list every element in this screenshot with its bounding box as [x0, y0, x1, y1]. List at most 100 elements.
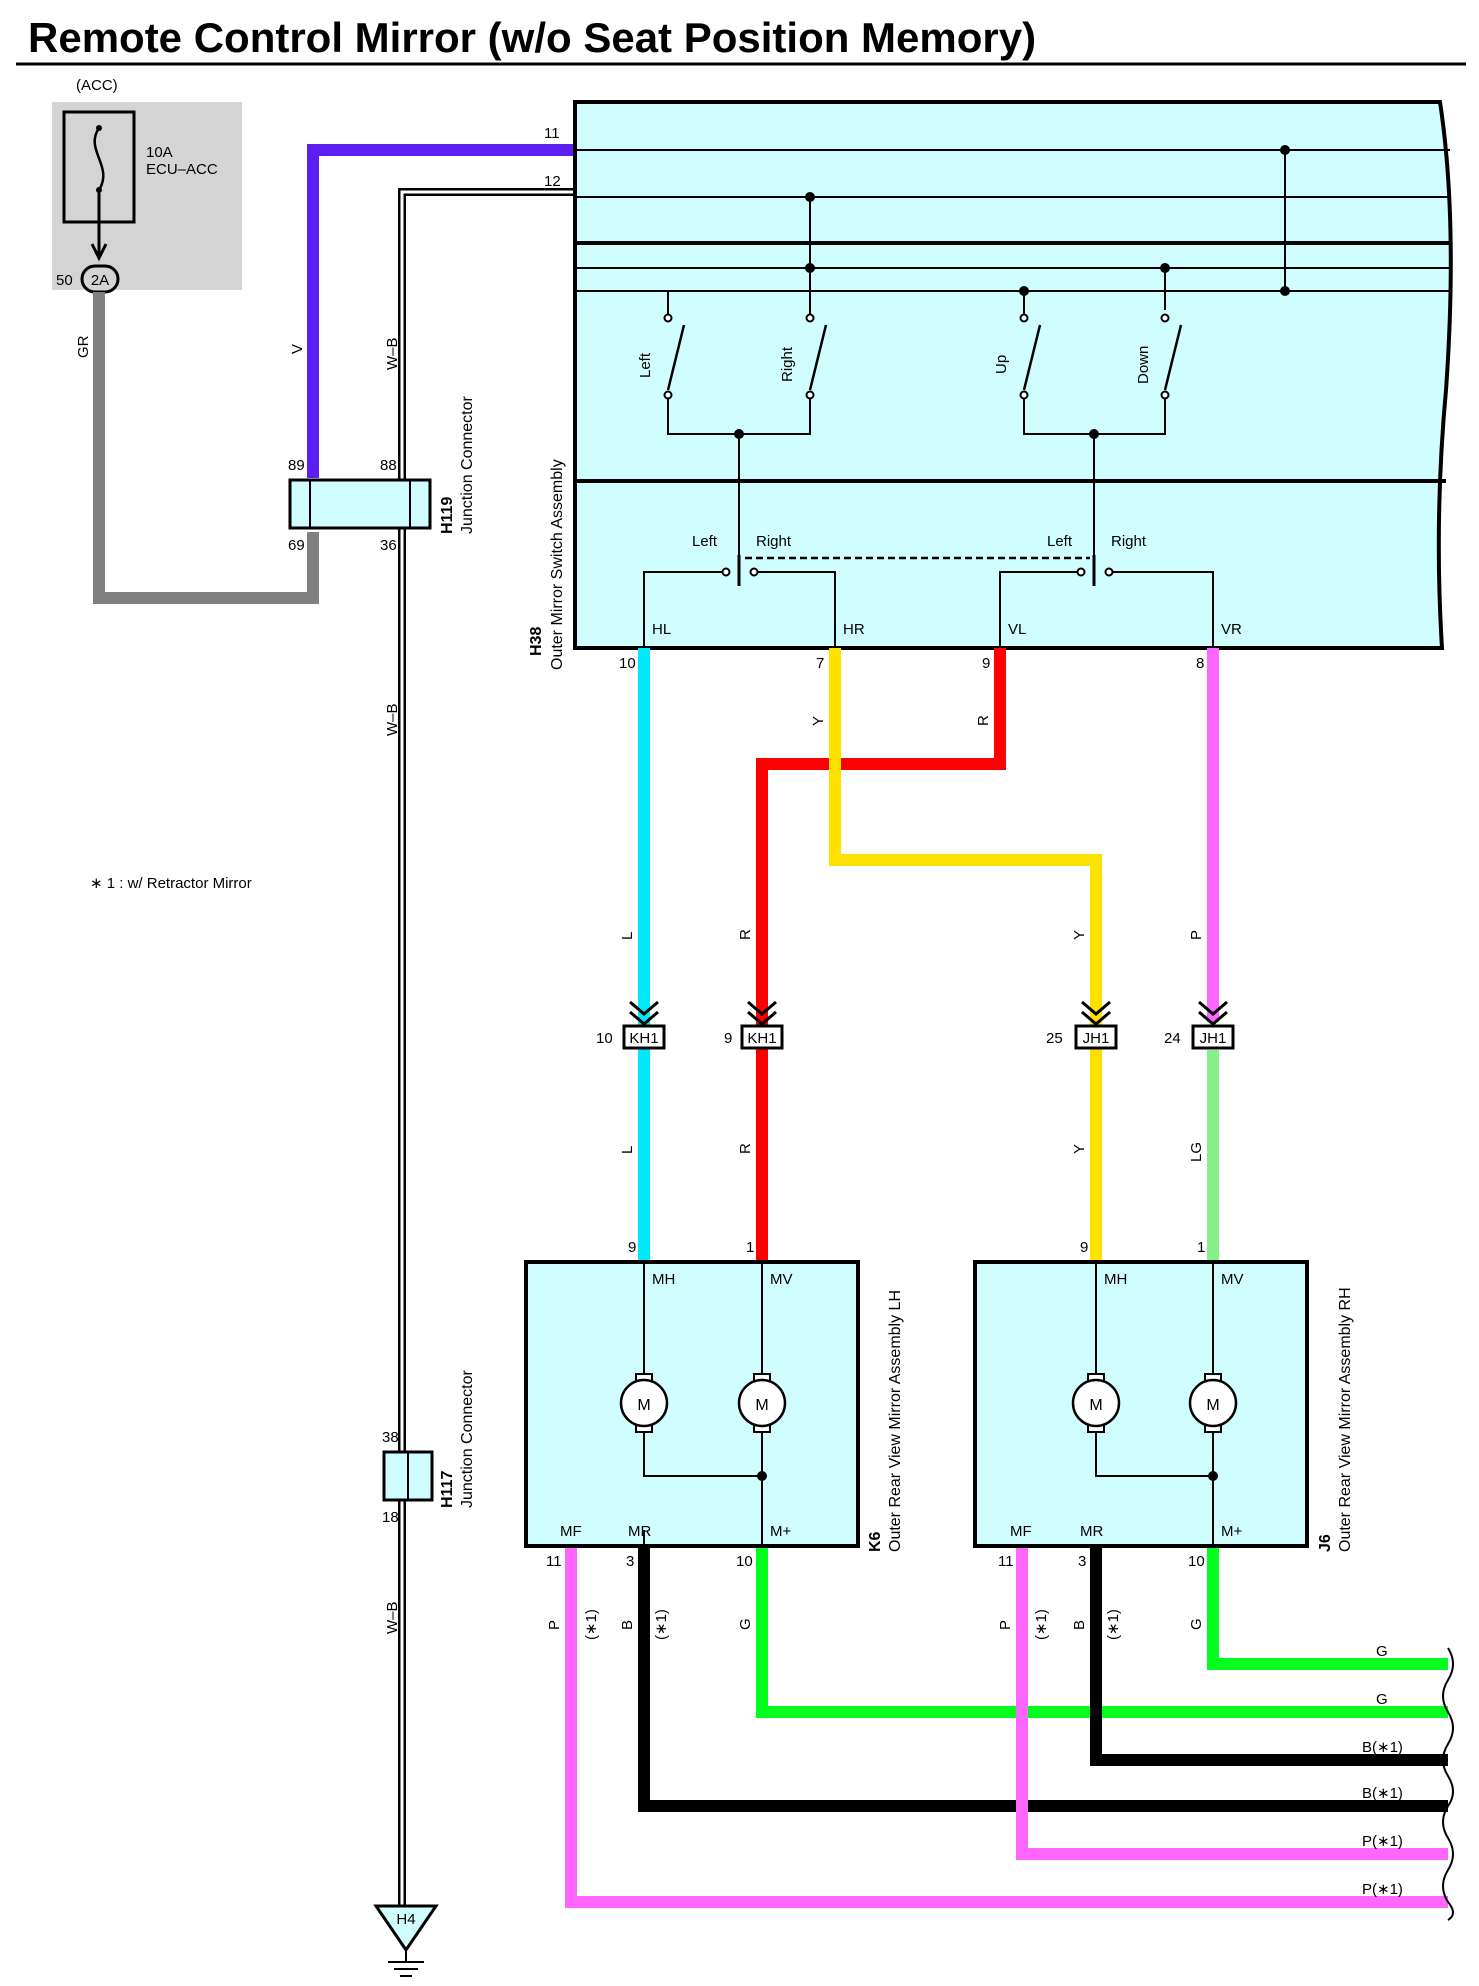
- jh1-a-pin: 25: [1046, 1030, 1063, 1047]
- wire-y-label-1: Y: [810, 716, 827, 726]
- selector-left-label-1: Left: [692, 533, 718, 550]
- rh-mh-label: MH: [1104, 1271, 1127, 1288]
- selector-1-right-contact: [749, 567, 759, 577]
- switch-assembly-body: [573, 100, 1453, 650]
- node-b-3: [1019, 286, 1029, 296]
- cont-b-1: B(∗1): [1362, 1739, 1403, 1756]
- ground-h4: H4: [373, 1904, 439, 1977]
- wire-lg-label: LG: [1188, 1142, 1205, 1162]
- lh-mr-label: MR: [628, 1523, 651, 1540]
- switch-up-label: Up: [993, 355, 1010, 374]
- rh-pin-mv: 1: [1197, 1239, 1205, 1256]
- wire-rh-g-label: G: [1188, 1618, 1205, 1630]
- wire-gr-label: GR: [75, 335, 92, 358]
- wire-p-label-1: P: [1188, 930, 1205, 940]
- kh1-b-box: [740, 1024, 784, 1050]
- rh-pin-mf: 11: [998, 1553, 1014, 1570]
- lh-mh-label: MH: [652, 1271, 675, 1288]
- rh-mv-label: MV: [1221, 1271, 1244, 1288]
- jh1-a-chevron-icon: [1081, 1000, 1111, 1026]
- h117-code: H117: [439, 1471, 456, 1508]
- jh1-b-label: JH1: [1200, 1030, 1227, 1047]
- wire-lh-p-note: (∗1): [583, 1609, 600, 1640]
- wire-rh-b-label: B: [1071, 1620, 1088, 1630]
- h119-pin-36: 36: [380, 537, 397, 554]
- lh-common-node: [757, 1471, 767, 1481]
- switch-left-blade-icon: [666, 324, 686, 391]
- switch-down-label: Down: [1135, 346, 1152, 384]
- node-e-1: [805, 192, 815, 202]
- mirror-rh-name: Outer Rear View Mirror Assembly RH: [1337, 1287, 1354, 1552]
- junction-h117: 38 18 H117 Junction Connector: [382, 1369, 476, 1526]
- wire-rh-p: [1016, 1546, 1448, 1860]
- wire-r-label-3: R: [737, 1143, 754, 1154]
- sw-down-top-contact: [1160, 313, 1170, 323]
- sw-right-bottom-contact: [805, 390, 815, 400]
- ground-triangle-icon: [373, 1904, 439, 1953]
- h119-pin-88: 88: [380, 457, 397, 474]
- rh-motor-2-icon: [1188, 1378, 1238, 1428]
- fuse-box-background: [52, 102, 242, 290]
- pin-vr-number: 8: [1196, 655, 1204, 672]
- selector-right-label-1: Right: [756, 533, 792, 550]
- page-title: Remote Control Mirror (w/o Seat Position…: [28, 14, 1036, 61]
- wire-rh-b: [1090, 1546, 1448, 1766]
- wire-lh-g: [756, 1546, 1448, 1718]
- wire-lh-p: [565, 1546, 1448, 1908]
- rh-motor-1-icon: [1071, 1378, 1121, 1428]
- fuse-element-icon: [93, 127, 105, 191]
- wire-rh-p-note: (∗1): [1033, 1609, 1050, 1640]
- switch-right-label: Right: [779, 346, 796, 382]
- selector-1-hl-wire: [643, 571, 722, 648]
- rh-motor-common: [1095, 1432, 1213, 1477]
- wire-v-label: V: [289, 344, 306, 354]
- junction-h119: 89 88 69 36 H119 Junction Connector: [288, 395, 476, 554]
- fuse-name: ECU–ACC: [146, 161, 218, 178]
- wire-r-label-2: R: [737, 929, 754, 940]
- sw-left-bottom-contact: [663, 390, 673, 400]
- lh-motor-2-label: M: [755, 1397, 768, 1414]
- jh1-a-box: [1074, 1024, 1118, 1050]
- sw-down-bottom-contact: [1160, 390, 1170, 400]
- lh-pin-mf: 11: [546, 1553, 562, 1570]
- wire-wb-outer: [398, 188, 575, 1918]
- kh1-a-chevron-icon: [629, 1000, 659, 1026]
- wire-l-label-1: L: [619, 932, 636, 940]
- wire-r-label-1: R: [975, 715, 992, 726]
- pin-hr-number: 7: [816, 655, 824, 672]
- node-e-3: [1160, 263, 1170, 273]
- pin-hr-label: HR: [843, 621, 865, 638]
- wire-wb-inner: [400, 190, 575, 1918]
- connector-kh1-a: KH1 10: [596, 1000, 666, 1050]
- selector-1-left-contact: [721, 567, 731, 577]
- kh1-b-chevron-icon: [747, 1000, 777, 1026]
- rh-pin-mplus: 10: [1188, 1553, 1205, 1570]
- wire-vl-r: [756, 648, 1006, 1262]
- kh1-b-pin: 9: [724, 1030, 732, 1047]
- mirror-assembly-rh: 9 1 MH MV M M MF MR M+ 11 3 10 J6 Outer …: [973, 1239, 1354, 1570]
- jh1-a-label: JH1: [1083, 1030, 1110, 1047]
- mirror-lh-code: K6: [867, 1531, 884, 1552]
- wire-y-label-2: Y: [1071, 930, 1088, 940]
- selector-left-label-2: Left: [1047, 533, 1073, 550]
- wire-lh-g-label: G: [737, 1618, 754, 1630]
- h119-code: H119: [439, 497, 456, 534]
- rh-pin-mh: 9: [1080, 1239, 1088, 1256]
- selector-right-label-2: Right: [1111, 533, 1147, 550]
- wire-rh-b-note: (∗1): [1105, 1609, 1122, 1640]
- kh1-a-label: KH1: [629, 1030, 658, 1047]
- selector-2-vl-wire: [999, 571, 1077, 648]
- cont-p-1: P(∗1): [1362, 1833, 1403, 1850]
- jh1-b-pin: 24: [1164, 1030, 1181, 1047]
- sw-left-top-contact: [663, 313, 673, 323]
- wire-lh-b-label: B: [619, 1620, 636, 1630]
- rh-pin-mr: 3: [1078, 1553, 1086, 1570]
- wire-gr: [93, 292, 319, 604]
- mirror-rh-code: J6: [1317, 1534, 1334, 1552]
- wire-l-label-2: L: [619, 1146, 636, 1154]
- mirror-assembly-lh: 9 1 MH MV M M MF MR M+ 11 3 10 K6 Outer …: [524, 1239, 904, 1570]
- selector-2-vr-wire: [1113, 571, 1214, 648]
- h117-name: Junction Connector: [459, 1369, 476, 1508]
- connector-jh1-b: JH1 24: [1164, 1000, 1235, 1050]
